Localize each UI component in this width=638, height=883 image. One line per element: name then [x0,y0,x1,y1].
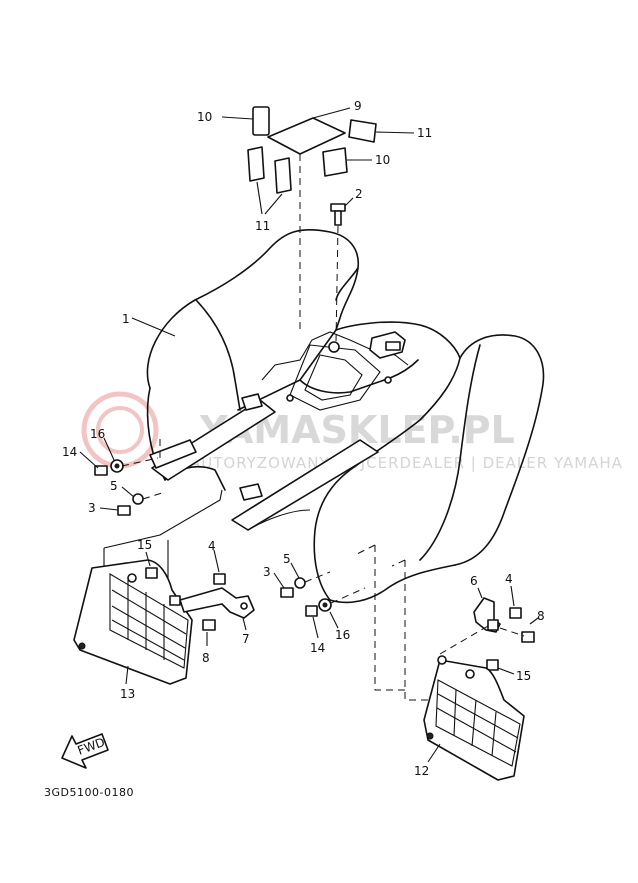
callout-5-middle: 5 [283,552,291,566]
callout-2: 2 [355,187,363,201]
left-fasteners [79,436,166,516]
left-rail [151,399,276,481]
callout-9: 9 [354,99,362,113]
mud-flap-13 [73,559,193,685]
callout-15-right: 15 [516,669,531,683]
callout-3-middle: 3 [263,565,271,579]
pad-11-left-a [247,146,265,182]
callout-16-left: 16 [90,427,105,441]
right-rail [231,439,379,531]
assembly-line-12 [354,544,432,701]
callout-5-left: 5 [110,479,118,493]
bolt-2 [330,197,354,226]
assembly-line-2 [335,225,339,343]
callout-10-top-left: 10 [197,110,212,124]
bracket-6 [473,597,501,633]
callout-15-left: 15 [137,538,152,552]
callout-14-left: 14 [62,445,77,459]
pad-10-right [322,147,348,177]
fwd-arrow-icon: FWD [61,733,109,769]
callout-16-middle: 16 [335,628,350,642]
callout-8-right: 8 [537,609,545,623]
callout-6: 6 [470,574,478,588]
middle-fasteners [273,562,366,639]
pad-11-left-b [274,157,292,194]
pad-10-left [252,106,270,136]
callout-12: 12 [414,764,429,778]
callout-8-left: 8 [202,651,210,665]
mud-flap-12 [423,655,525,781]
diagram-code: 3GD5100-0180 [44,786,134,799]
rear-fender [146,228,545,604]
watermark-subtitle: AUTORYZOWANY DOJCERDEALER | DEALER YAMAH… [190,454,623,472]
pad-11-right [348,119,377,143]
callout-10-right: 10 [375,153,390,167]
seat-pads [221,106,415,215]
callout-13: 13 [120,687,135,701]
callout-11-left: 11 [255,219,270,233]
callout-labels: 10 9 11 10 11 2 1 16 14 5 3 15 4 7 8 13 … [62,99,545,778]
bracket-7 [169,587,255,619]
pad-9 [267,117,346,155]
callout-14-middle: 14 [310,641,325,655]
callout-4-right: 4 [505,572,513,586]
callout-7: 7 [242,632,250,646]
callout-11-right: 11 [417,126,432,140]
callout-4-left: 4 [208,539,216,553]
callout-3-left: 3 [88,501,96,515]
callout-1: 1 [122,312,130,326]
